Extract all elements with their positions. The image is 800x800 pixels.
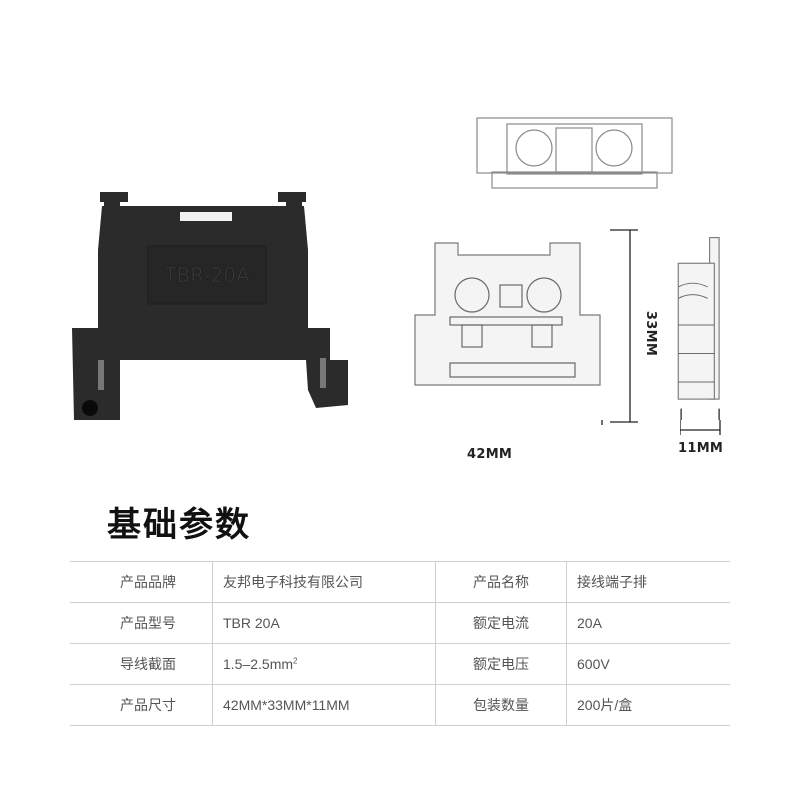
superscript: 2 xyxy=(293,656,298,666)
spec-value: 600V xyxy=(566,643,730,685)
spec-key: 额定电压 xyxy=(435,643,567,685)
width-dimension-label: 42MM xyxy=(467,447,513,462)
spec-value: TBR 20A xyxy=(212,602,436,644)
spec-table: 产品品牌 友邦电子科技有限公司 产品名称 接线端子排 产品型号 TBR 20A … xyxy=(70,561,730,726)
screw-right xyxy=(595,129,633,167)
front-view-drawing xyxy=(414,242,603,425)
spec-key: 产品型号 xyxy=(70,602,213,644)
embossed-label: TBR-20A xyxy=(163,263,250,287)
spec-value: 20A xyxy=(566,602,730,644)
top-tab-left xyxy=(100,192,128,208)
table-row: 产品型号 TBR 20A 额定电流 20A xyxy=(70,602,730,644)
table-row: 产品品牌 友邦电子科技有限公司 产品名称 接线端子排 xyxy=(70,561,730,603)
mounting-hole xyxy=(82,400,98,416)
rail-clip-left xyxy=(98,360,104,390)
top-tab-right xyxy=(278,192,306,208)
top-view-drawing xyxy=(476,117,673,189)
screw-left xyxy=(454,277,490,313)
spec-value: 1.5–2.5mm xyxy=(223,656,294,672)
label-slot xyxy=(180,212,232,221)
spec-key: 产品名称 xyxy=(435,561,567,603)
base-rail xyxy=(72,328,348,420)
section-title: 基础参数 xyxy=(107,505,251,545)
depth-dimension-label: 11MM xyxy=(678,441,724,456)
spec-key: 导线截面 xyxy=(70,643,213,685)
spec-key: 额定电流 xyxy=(435,602,567,644)
spec-key: 产品品牌 xyxy=(70,561,213,603)
table-row: 导线截面 1.5–2.5mm2 额定电压 600V xyxy=(70,643,730,685)
spec-value-cell: 1.5–2.5mm2 xyxy=(212,643,436,685)
side-view-drawing xyxy=(677,237,720,420)
spec-value: 42MM*33MM*11MM xyxy=(212,684,436,726)
product-photo-terminal-block: TBR-20A xyxy=(72,192,348,420)
depth-dimension-bar xyxy=(680,420,721,435)
spec-key: 包装数量 xyxy=(435,684,567,726)
rail-clip-right xyxy=(320,358,326,388)
table-row: 产品尺寸 42MM*33MM*11MM 包装数量 200片/盒 xyxy=(70,684,730,726)
spec-value: 友邦电子科技有限公司 xyxy=(212,561,436,603)
spec-value: 接线端子排 xyxy=(566,561,730,603)
height-dimension-label: 33MM xyxy=(643,310,659,357)
screw-left xyxy=(515,129,553,167)
screw-right xyxy=(526,277,562,313)
embossed-panel xyxy=(147,245,267,305)
spec-key: 产品尺寸 xyxy=(70,684,213,726)
depth-dimension-line xyxy=(680,408,720,420)
width-dimension-line xyxy=(601,420,603,425)
spec-value: 200片/盒 xyxy=(566,684,730,726)
height-dimension-line xyxy=(610,229,638,423)
